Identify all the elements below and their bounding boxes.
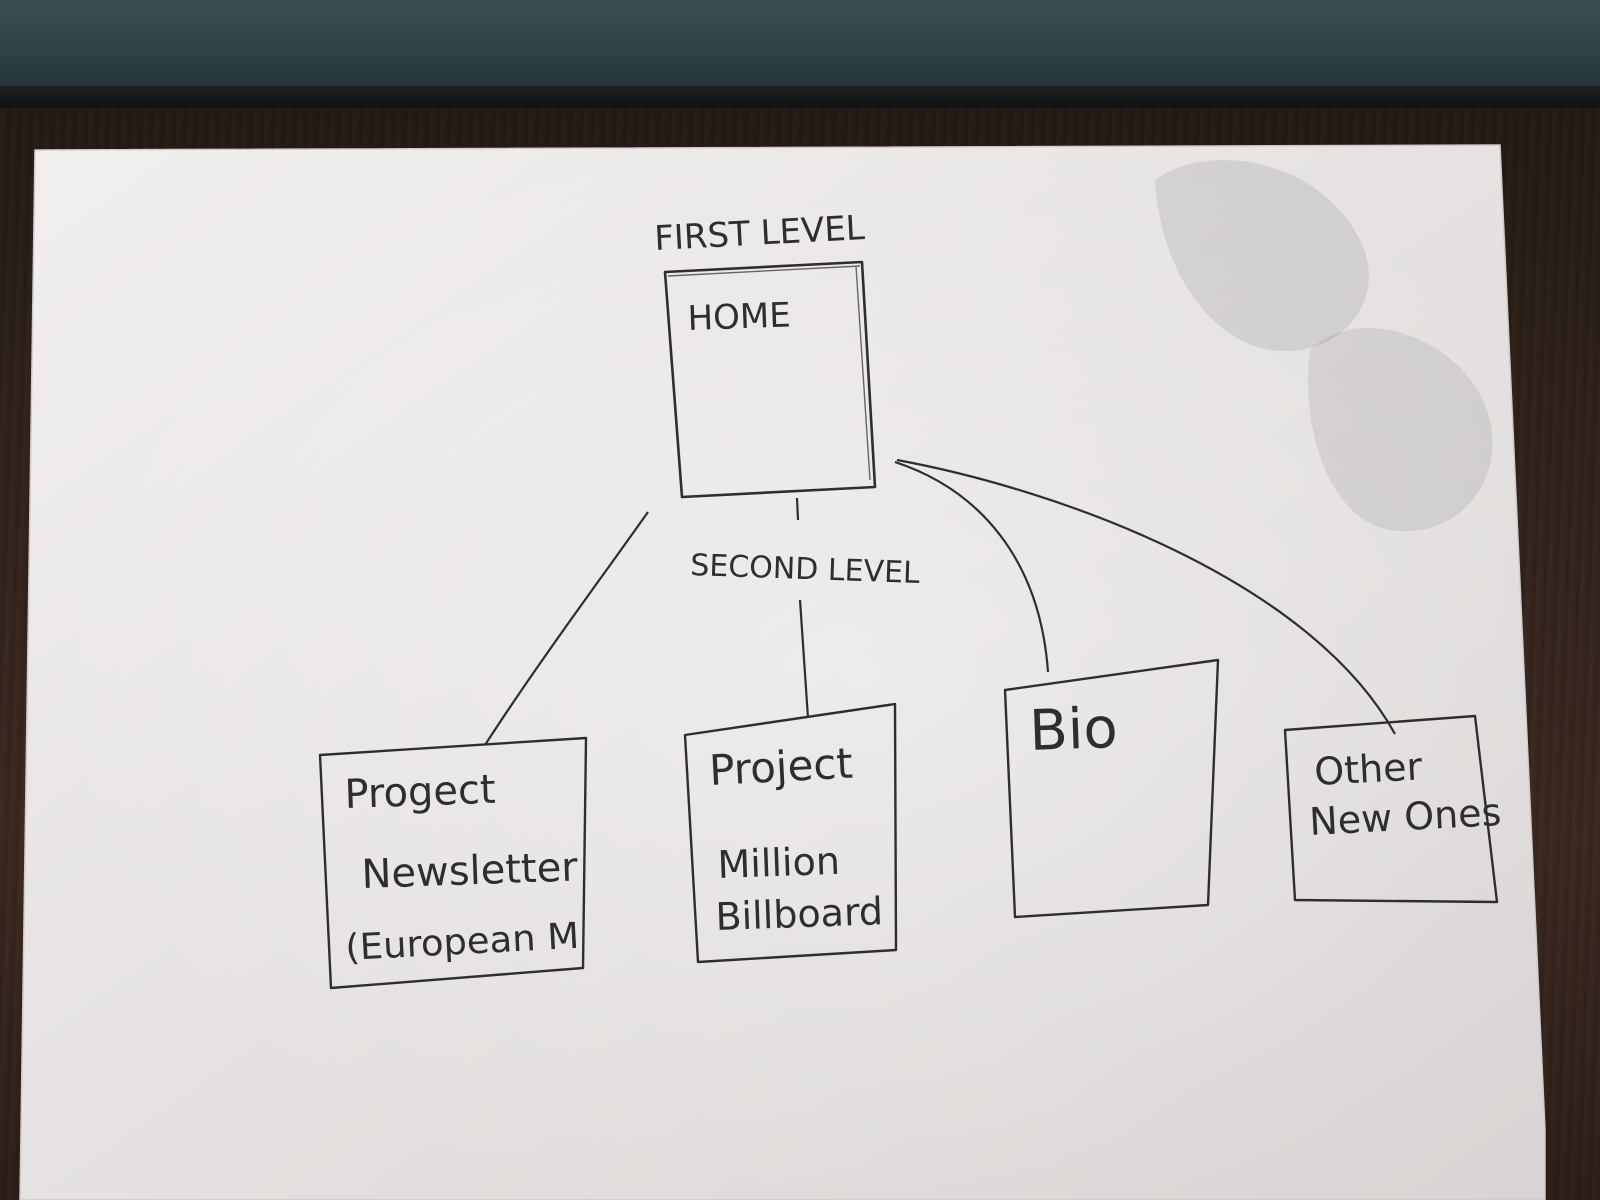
home-node: [663, 260, 877, 499]
finger-shadow: [1155, 160, 1369, 352]
bio-label: Bio: [1028, 696, 1118, 764]
home-node-sketch-stroke: [667, 265, 871, 481]
newsletter-node: [318, 736, 588, 990]
second-level-label: SECOND LEVEL: [690, 548, 921, 591]
connector-home-newsletter: [484, 511, 649, 746]
other-line-1: Other: [1313, 744, 1423, 794]
other-line-2: New Ones: [1308, 790, 1502, 844]
connector-home-down: [795, 497, 800, 521]
top-object: [0, 0, 1600, 92]
billboard-line-1: Project: [708, 739, 854, 795]
newsletter-line-2: Newsletter: [361, 844, 579, 898]
connector-home-bio: [894, 460, 1050, 673]
home-node-label: HOME: [687, 295, 791, 339]
other-node: [1283, 714, 1499, 904]
billboard-line-2: Million: [717, 839, 841, 887]
bio-node: [1003, 658, 1220, 919]
connector-level-billboard: [798, 599, 810, 719]
paper-light: [20, 145, 1545, 1200]
billboard-node: [683, 702, 898, 964]
connector-home-other: [896, 458, 1396, 735]
newsletter-line-1: Progect: [344, 767, 497, 818]
top-object-edge: [0, 86, 1600, 108]
finger-shadow: [1308, 327, 1493, 532]
billboard-line-3: Billboard: [715, 889, 884, 939]
